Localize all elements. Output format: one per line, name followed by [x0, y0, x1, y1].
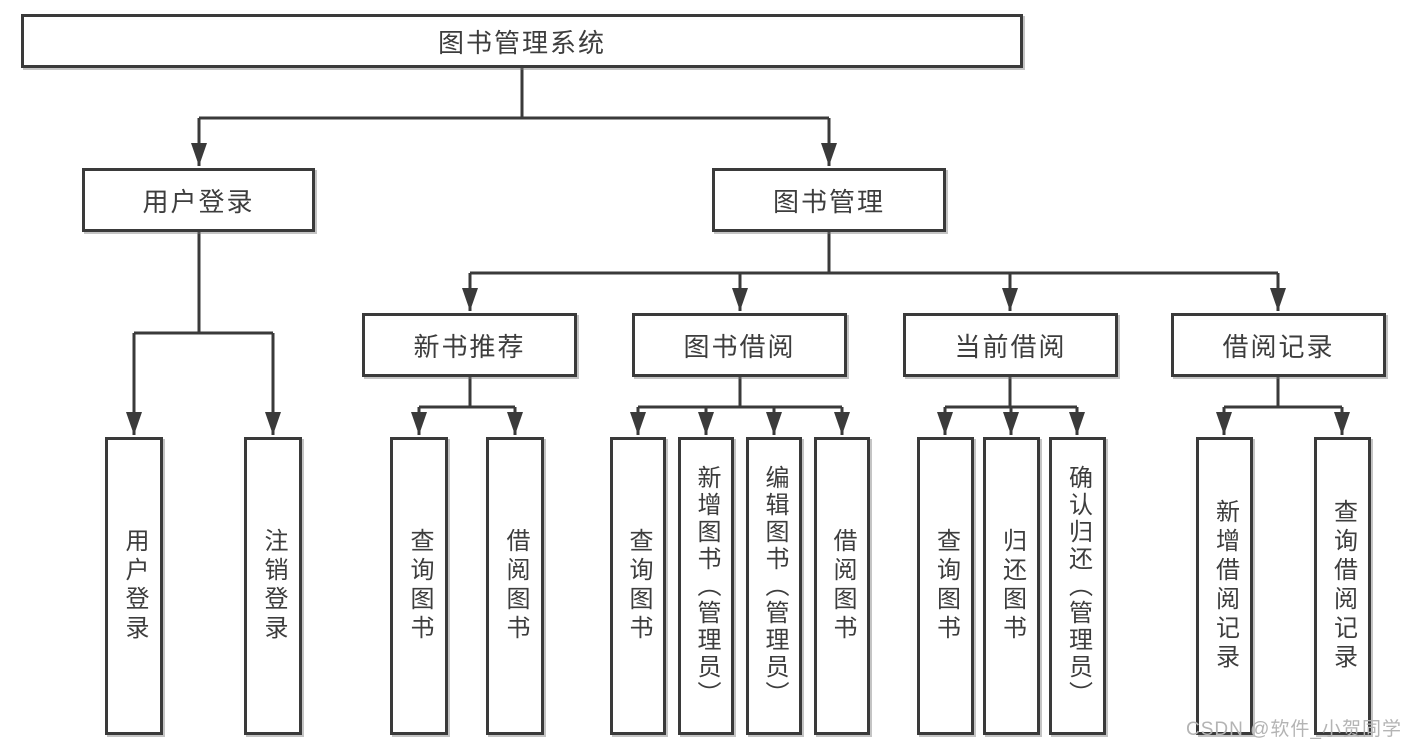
- leaf-user-login: 用户登录: [105, 437, 163, 735]
- leaf-search-books-borrowing: 查询图书: [610, 437, 666, 735]
- node-root: 图书管理系统: [21, 14, 1023, 68]
- leaf-logout: 注销登录: [244, 437, 302, 735]
- leaf-edit-book-admin: 编辑图书（管理员）: [746, 437, 802, 735]
- leaf-add-borrow-record: 新增借阅记录: [1196, 437, 1253, 735]
- leaf-add-book-admin: 新增图书（管理员）: [678, 437, 734, 735]
- leaf-search-books-current: 查询图书: [917, 437, 974, 735]
- leaf-borrow-books-recommend: 借阅图书: [486, 437, 544, 735]
- node-borrow-records: 借阅记录: [1171, 313, 1386, 377]
- node-user-login: 用户登录: [82, 168, 315, 232]
- node-new-book-recommend: 新书推荐: [362, 313, 577, 377]
- node-book-management: 图书管理: [712, 168, 946, 232]
- leaf-borrow-books-borrowing: 借阅图书: [814, 437, 870, 735]
- watermark: CSDN @软件_小贺同学: [1186, 719, 1402, 740]
- leaf-confirm-return-admin: 确认归还（管理员）: [1049, 437, 1106, 735]
- leaf-return-book: 归还图书: [983, 437, 1040, 735]
- leaf-search-borrow-record: 查询借阅记录: [1314, 437, 1371, 735]
- node-book-borrowing: 图书借阅: [632, 313, 847, 377]
- node-current-borrowing: 当前借阅: [903, 313, 1118, 377]
- leaf-search-books-recommend: 查询图书: [390, 437, 448, 735]
